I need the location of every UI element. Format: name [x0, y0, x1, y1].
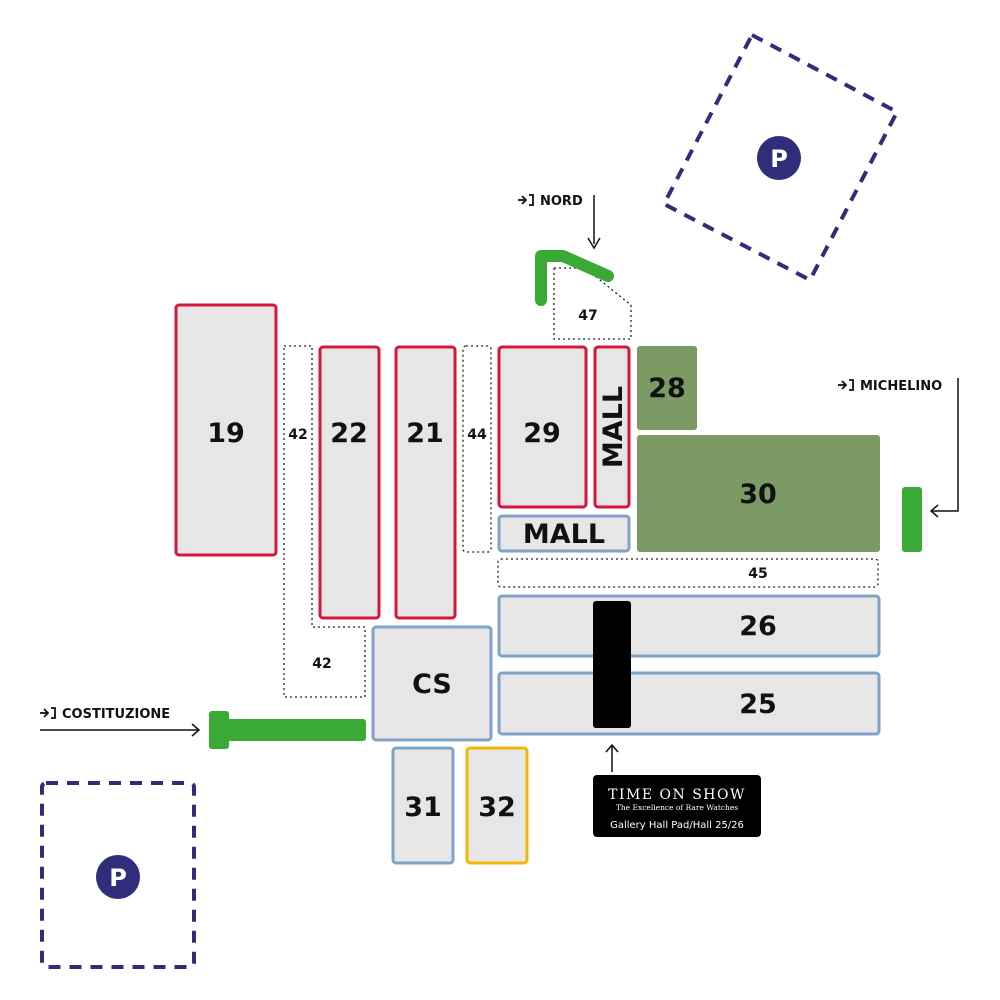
hall-22-label: 22: [330, 418, 368, 449]
hall-mall-vertical-label: MALL: [598, 386, 629, 468]
time-on-show-callout[interactable]: TIME ON SHOW The Excellence of Rare Watc…: [593, 743, 761, 837]
hall-mall-vertical[interactable]: MALL: [593, 345, 631, 509]
entrance-nord[interactable]: NORD: [518, 194, 614, 306]
parking-icon: [96, 855, 140, 899]
hall-32[interactable]: 32: [465, 746, 529, 865]
hall-25[interactable]: 25: [497, 671, 881, 736]
hall-31-label: 31: [404, 792, 442, 823]
entrance-costituzione-marker: [209, 719, 366, 741]
time-on-show-title: TIME ON SHOW: [608, 787, 746, 803]
hall-31[interactable]: 31: [391, 746, 455, 865]
hall-28[interactable]: 28: [637, 346, 697, 430]
hall-28-label: 28: [648, 373, 686, 404]
hall-30-label: 30: [739, 479, 777, 510]
hall-19-label: 19: [207, 418, 245, 449]
entrance-nord-marker: [535, 250, 614, 306]
corridor-45-label: 45: [748, 566, 767, 582]
hall-cs-label: CS: [412, 669, 452, 700]
hall-30[interactable]: 30: [637, 435, 880, 552]
hall-mall-horizontal-label: MALL: [523, 519, 605, 550]
entrance-costituzione[interactable]: COSTITUZIONE: [40, 707, 366, 749]
parking-label: P: [770, 145, 788, 173]
corridor-44-label: 44: [467, 427, 487, 443]
hall-21[interactable]: 21: [394, 345, 457, 620]
time-on-show-tagline: The Excellence of Rare Watches: [616, 803, 738, 812]
hall-26-label: 26: [739, 611, 777, 642]
entry-arrow-icon: [518, 194, 534, 206]
gallery-hall-pad[interactable]: [593, 601, 631, 728]
corridor-42-label: 42: [312, 656, 331, 672]
corridor-44: 44: [462, 345, 492, 553]
hall-29[interactable]: 29: [497, 345, 588, 509]
parking-icon: [757, 136, 801, 180]
time-on-show-location: Gallery Hall Pad/Hall 25/26: [610, 820, 744, 831]
hall-cs[interactable]: CS: [371, 625, 493, 742]
hall-32-label: 32: [478, 792, 516, 823]
corridor-42: 42 42: [283, 345, 366, 698]
entrance-nord-label: NORD: [540, 194, 583, 209]
hall-21-label: 21: [406, 418, 444, 449]
corridor-42-label: 42: [288, 427, 307, 443]
entrance-michelino[interactable]: MICHELINO: [838, 378, 959, 552]
corridor-47: 47: [553, 267, 632, 340]
corridor-45: 45: [497, 558, 879, 588]
hall-26[interactable]: 26: [497, 594, 881, 658]
parking-label: P: [109, 864, 127, 892]
entrance-michelino-label: MICHELINO: [860, 379, 942, 394]
hall-22[interactable]: 22: [318, 345, 381, 620]
hall-25-label: 25: [739, 689, 777, 720]
corridor-47-label: 47: [578, 308, 597, 324]
parking-area-top-right[interactable]: P: [662, 33, 899, 282]
entry-arrow-icon: [40, 707, 56, 719]
hall-29-label: 29: [523, 418, 561, 449]
parking-area-bottom-left[interactable]: P: [40, 781, 196, 969]
entrance-michelino-marker: [902, 487, 922, 552]
entry-arrow-icon: [838, 379, 854, 391]
entrance-costituzione-label: COSTITUZIONE: [62, 707, 170, 722]
hall-mall-horizontal[interactable]: MALL: [497, 514, 631, 553]
hall-19[interactable]: 19: [174, 303, 278, 557]
